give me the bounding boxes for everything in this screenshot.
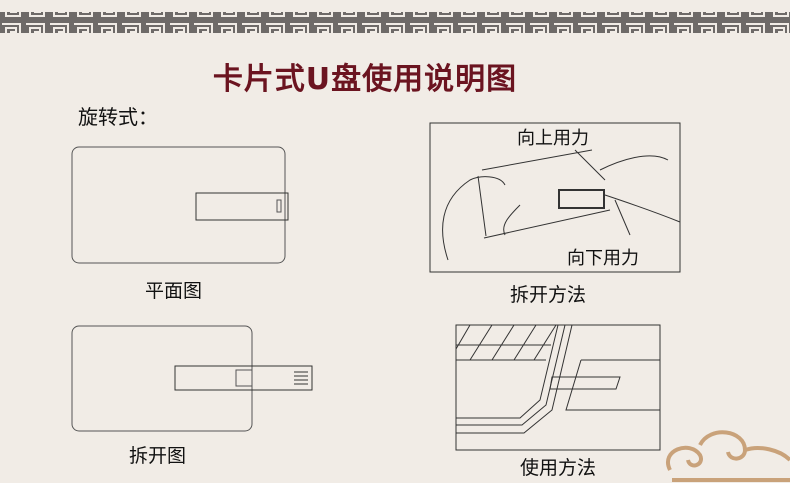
- caption-opened: 拆开图: [129, 445, 187, 467]
- open-method-drawing: [429, 122, 681, 273]
- caption-use-method: 使用方法: [520, 457, 597, 479]
- fret-border: [0, 12, 790, 33]
- use-method-drawing: [455, 324, 661, 451]
- caption-flat: 平面图: [145, 280, 203, 302]
- card-flat-drawing: [71, 146, 289, 264]
- card-opened-drawing: [71, 325, 313, 432]
- page-title: 卡片式U盘使用说明图: [212, 62, 518, 97]
- label-push-down: 向下用力: [567, 248, 639, 269]
- label-push-up: 向上用力: [517, 128, 589, 149]
- cloud-ornament: [666, 430, 790, 482]
- caption-open-method: 拆开方法: [510, 284, 587, 306]
- section-label: 旋转式：: [78, 105, 158, 129]
